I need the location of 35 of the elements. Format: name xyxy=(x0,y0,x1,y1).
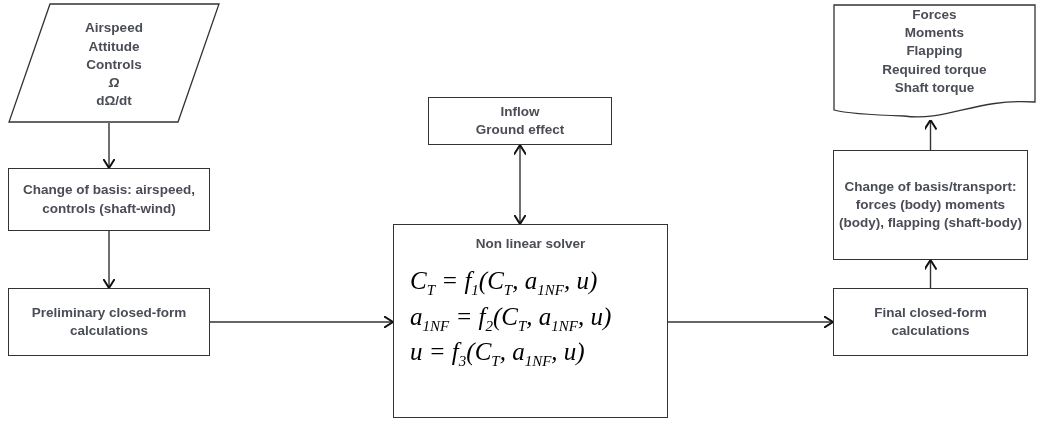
box-text: Ground effect xyxy=(475,121,565,139)
box-text: Change of basis/transport: forces (body) moments (body), flapping (shaft-body) xyxy=(838,177,1023,233)
box-text: dΩ/dt xyxy=(96,92,132,111)
arrow xyxy=(209,315,394,329)
box-text: Ω xyxy=(108,74,120,93)
box-text: Final closed-form calculations xyxy=(873,303,988,340)
box-text: Controls xyxy=(86,55,142,74)
box-text: Forces xyxy=(912,6,957,24)
arrow xyxy=(667,315,834,329)
process-box xyxy=(8,288,210,356)
box-title: Non linear solver xyxy=(475,235,586,253)
box-text: Change of basis: airspeed, controls (shaft-wind) xyxy=(22,181,196,218)
arrow xyxy=(102,122,116,169)
box-text: Flapping xyxy=(906,42,963,61)
box-text: Moments xyxy=(904,24,965,43)
process-box xyxy=(428,97,612,145)
arrow xyxy=(513,144,527,225)
process-box xyxy=(8,168,210,231)
equation: u = f$_{3}$(C$_{T}$, a$_{1NF}$, u) xyxy=(410,337,585,372)
box-text: Required torque xyxy=(882,60,987,79)
solver-box xyxy=(393,224,668,418)
equation: C$_{T}$ = f$_{1}$(C$_{T}$, a$_{1NF}$, u) xyxy=(410,266,598,301)
box-text: Shaft torque xyxy=(894,78,975,97)
output-document xyxy=(833,4,1036,120)
box-text: Inflow xyxy=(500,102,540,121)
arrow xyxy=(923,259,938,289)
process-box xyxy=(833,288,1028,356)
equation: a$_{1NF}$ = f$_{2}$(C$_{T}$, a$_{1NF}$, u) xyxy=(410,301,612,336)
arrow xyxy=(102,230,116,289)
box-text: Attitude xyxy=(88,37,140,56)
process-box xyxy=(833,150,1028,260)
input-parallelogram xyxy=(8,3,220,123)
arrow xyxy=(923,119,938,151)
box-text: Preliminary closed-form calculations xyxy=(30,303,188,340)
box-text: Airspeed xyxy=(85,19,143,38)
